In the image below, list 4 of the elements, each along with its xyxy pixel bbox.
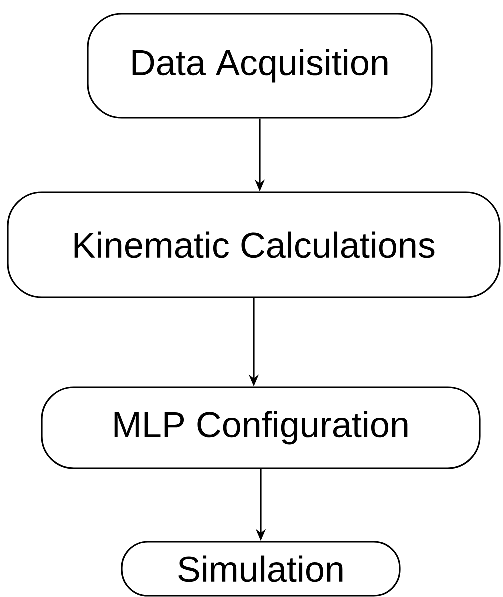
process-box: Simulation <box>121 541 401 597</box>
process-box: MLP Configuration <box>41 386 481 470</box>
process-box: Kinematic Calculations <box>7 192 501 298</box>
process-box: Data Acquisition <box>87 13 433 119</box>
